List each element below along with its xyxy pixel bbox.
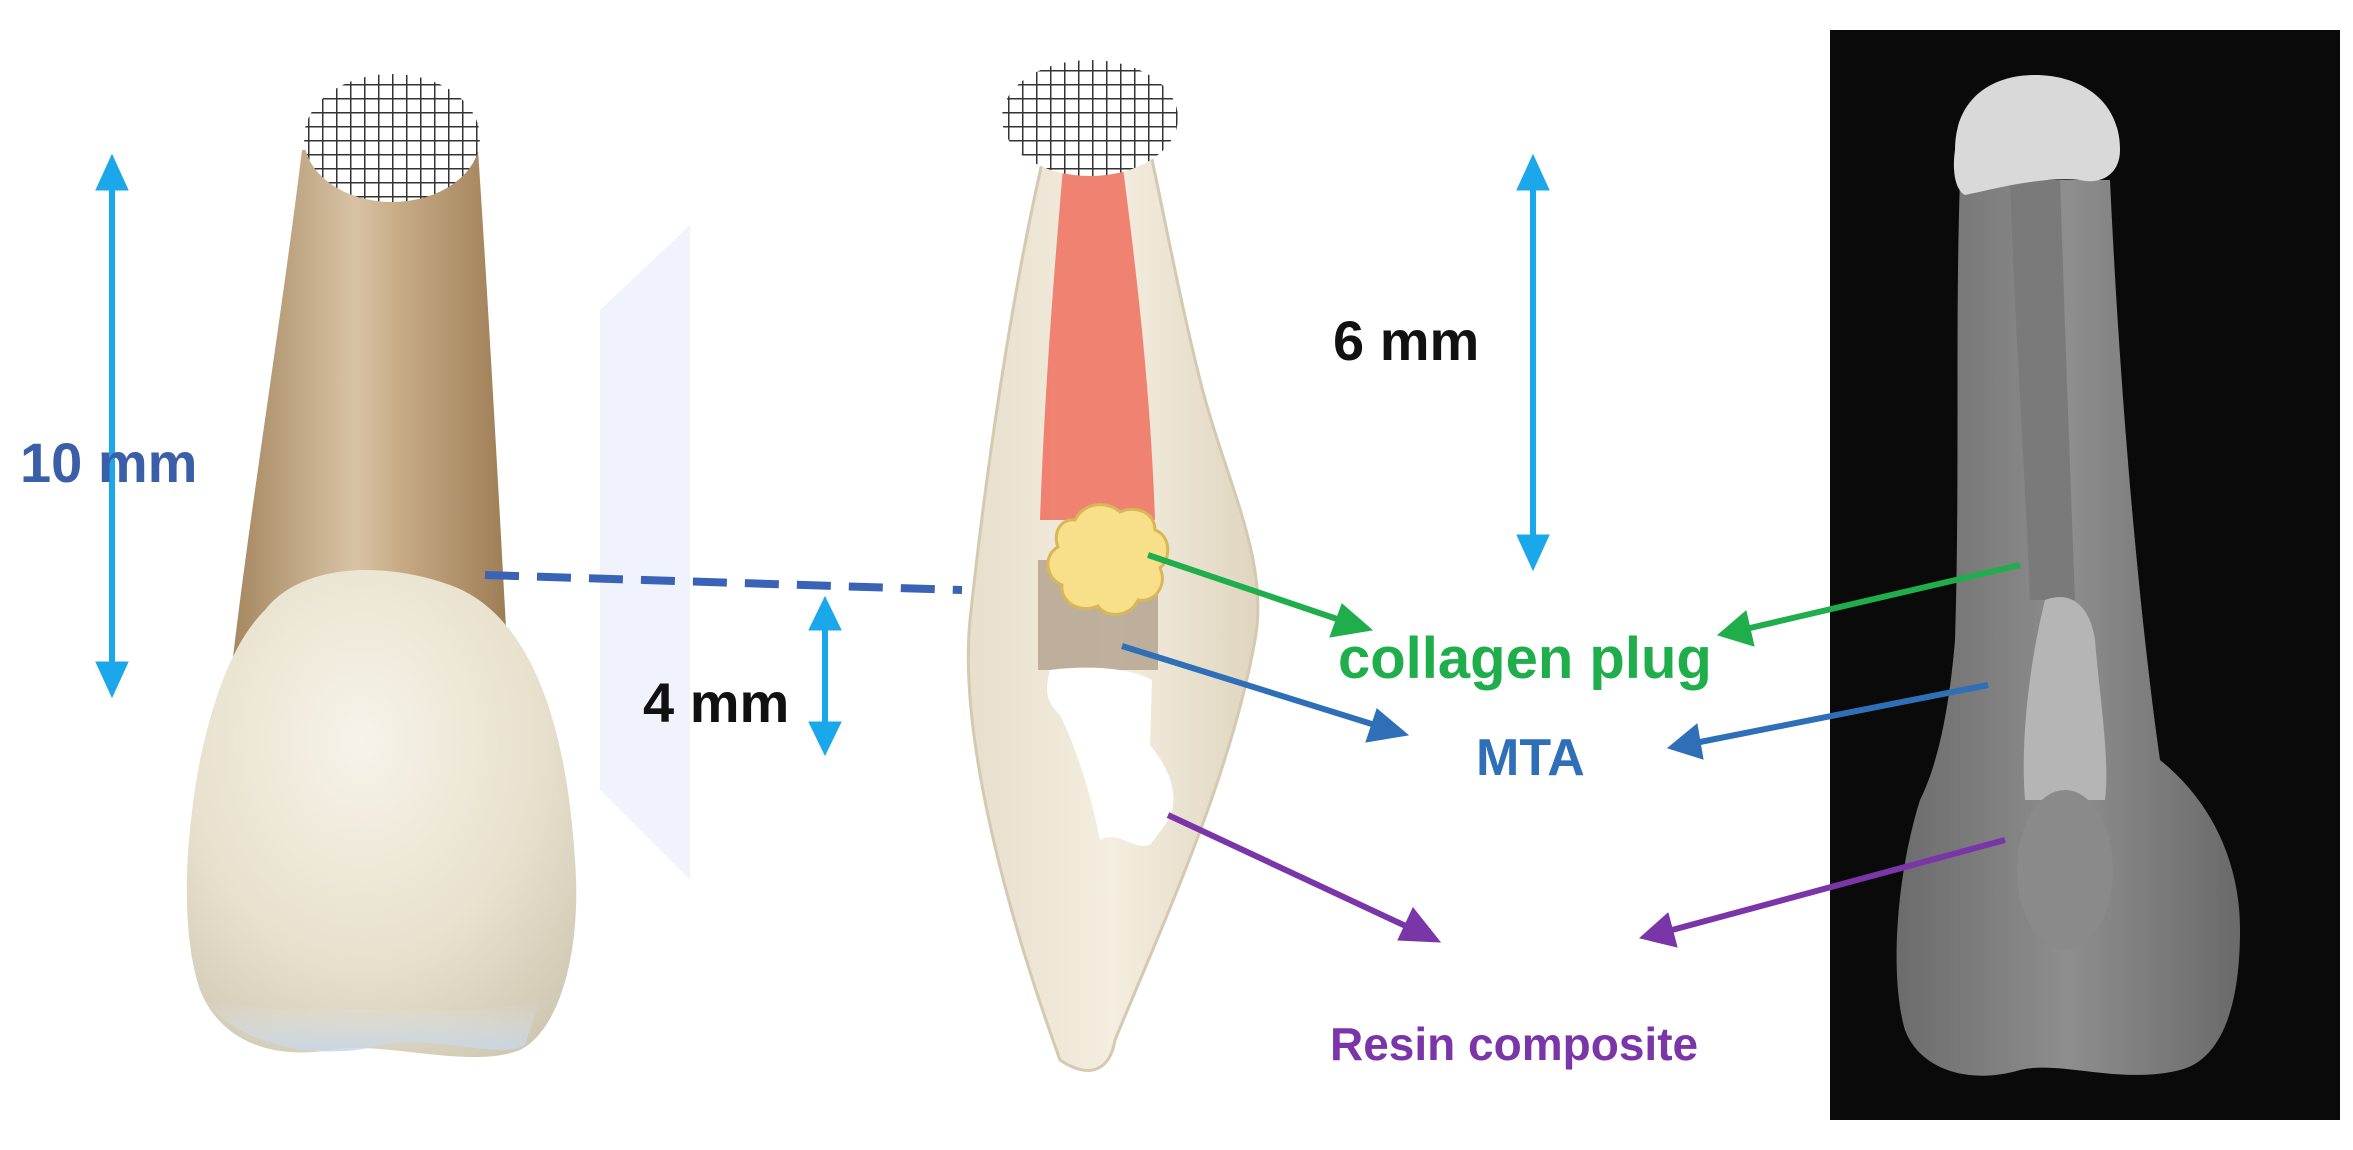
arrow-10mm: [95, 153, 129, 699]
label-resin-composite: Resin composite: [1330, 1018, 1698, 1070]
left-tooth: [186, 74, 577, 1058]
arrow-4mm: [808, 595, 842, 757]
label-4mm: 4 mm: [643, 671, 789, 734]
mta-arrow-left: [1121, 643, 1410, 743]
collagen-plug-shape: [1046, 503, 1170, 616]
resin-composite-area: [1047, 667, 1174, 846]
collagen-plug-arrow-left: [1147, 552, 1374, 638]
left-tooth-mesh: [304, 74, 480, 202]
middle-tooth-mesh: [1002, 60, 1178, 176]
root-canal-filling: [1040, 145, 1155, 520]
collagen-plug-arrow-right: [1716, 562, 2021, 647]
resin-composite-arrow-left: [1166, 812, 1442, 943]
label-mta: MTA: [1476, 729, 1585, 787]
section-plane: [600, 225, 690, 880]
xray-panel: [1830, 30, 2340, 1120]
middle-tooth: [966, 60, 1260, 1072]
left-tooth-root: [228, 150, 510, 700]
label-10mm: 10 mm: [20, 431, 197, 494]
mta-arrow-right: [1666, 682, 1989, 760]
label-collagen-plug: collagen plug: [1338, 626, 1712, 691]
left-tooth-crown: [186, 570, 577, 1058]
label-6mm: 6 mm: [1333, 309, 1479, 372]
cemento-enamel-dashed-line: [484, 571, 963, 594]
resin-composite-arrow-right: [1638, 837, 2006, 948]
arrow-6mm: [1516, 153, 1550, 572]
